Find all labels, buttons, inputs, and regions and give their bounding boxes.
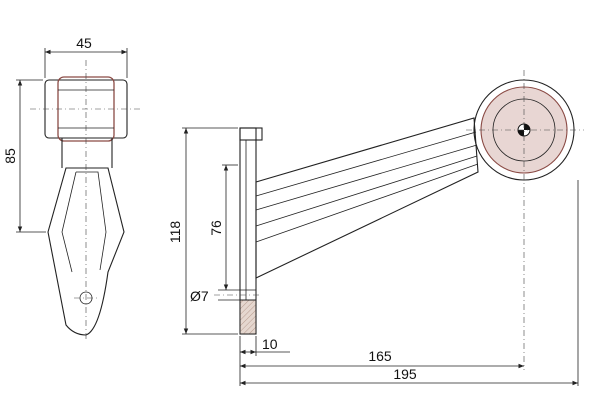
dim-hole-diameter: Ø7 — [190, 288, 209, 304]
side-view: 118 76 Ø7 10 165 195 — [167, 70, 584, 386]
dim-height-left: 85 — [2, 148, 18, 164]
dim-height-mid: 76 — [208, 220, 224, 236]
lamp-arm-side — [255, 117, 479, 279]
dim-width-top: 45 — [76, 35, 92, 51]
dim-reach-center: 165 — [368, 348, 392, 364]
dim-height-total: 118 — [167, 221, 183, 244]
mount-plate-lip — [239, 127, 263, 141]
dim-reach-total: 195 — [393, 366, 417, 382]
front-view: 45 85 — [2, 35, 140, 340]
dim-base-thickness: 10 — [262, 336, 278, 352]
mount-base-section — [239, 299, 257, 335]
